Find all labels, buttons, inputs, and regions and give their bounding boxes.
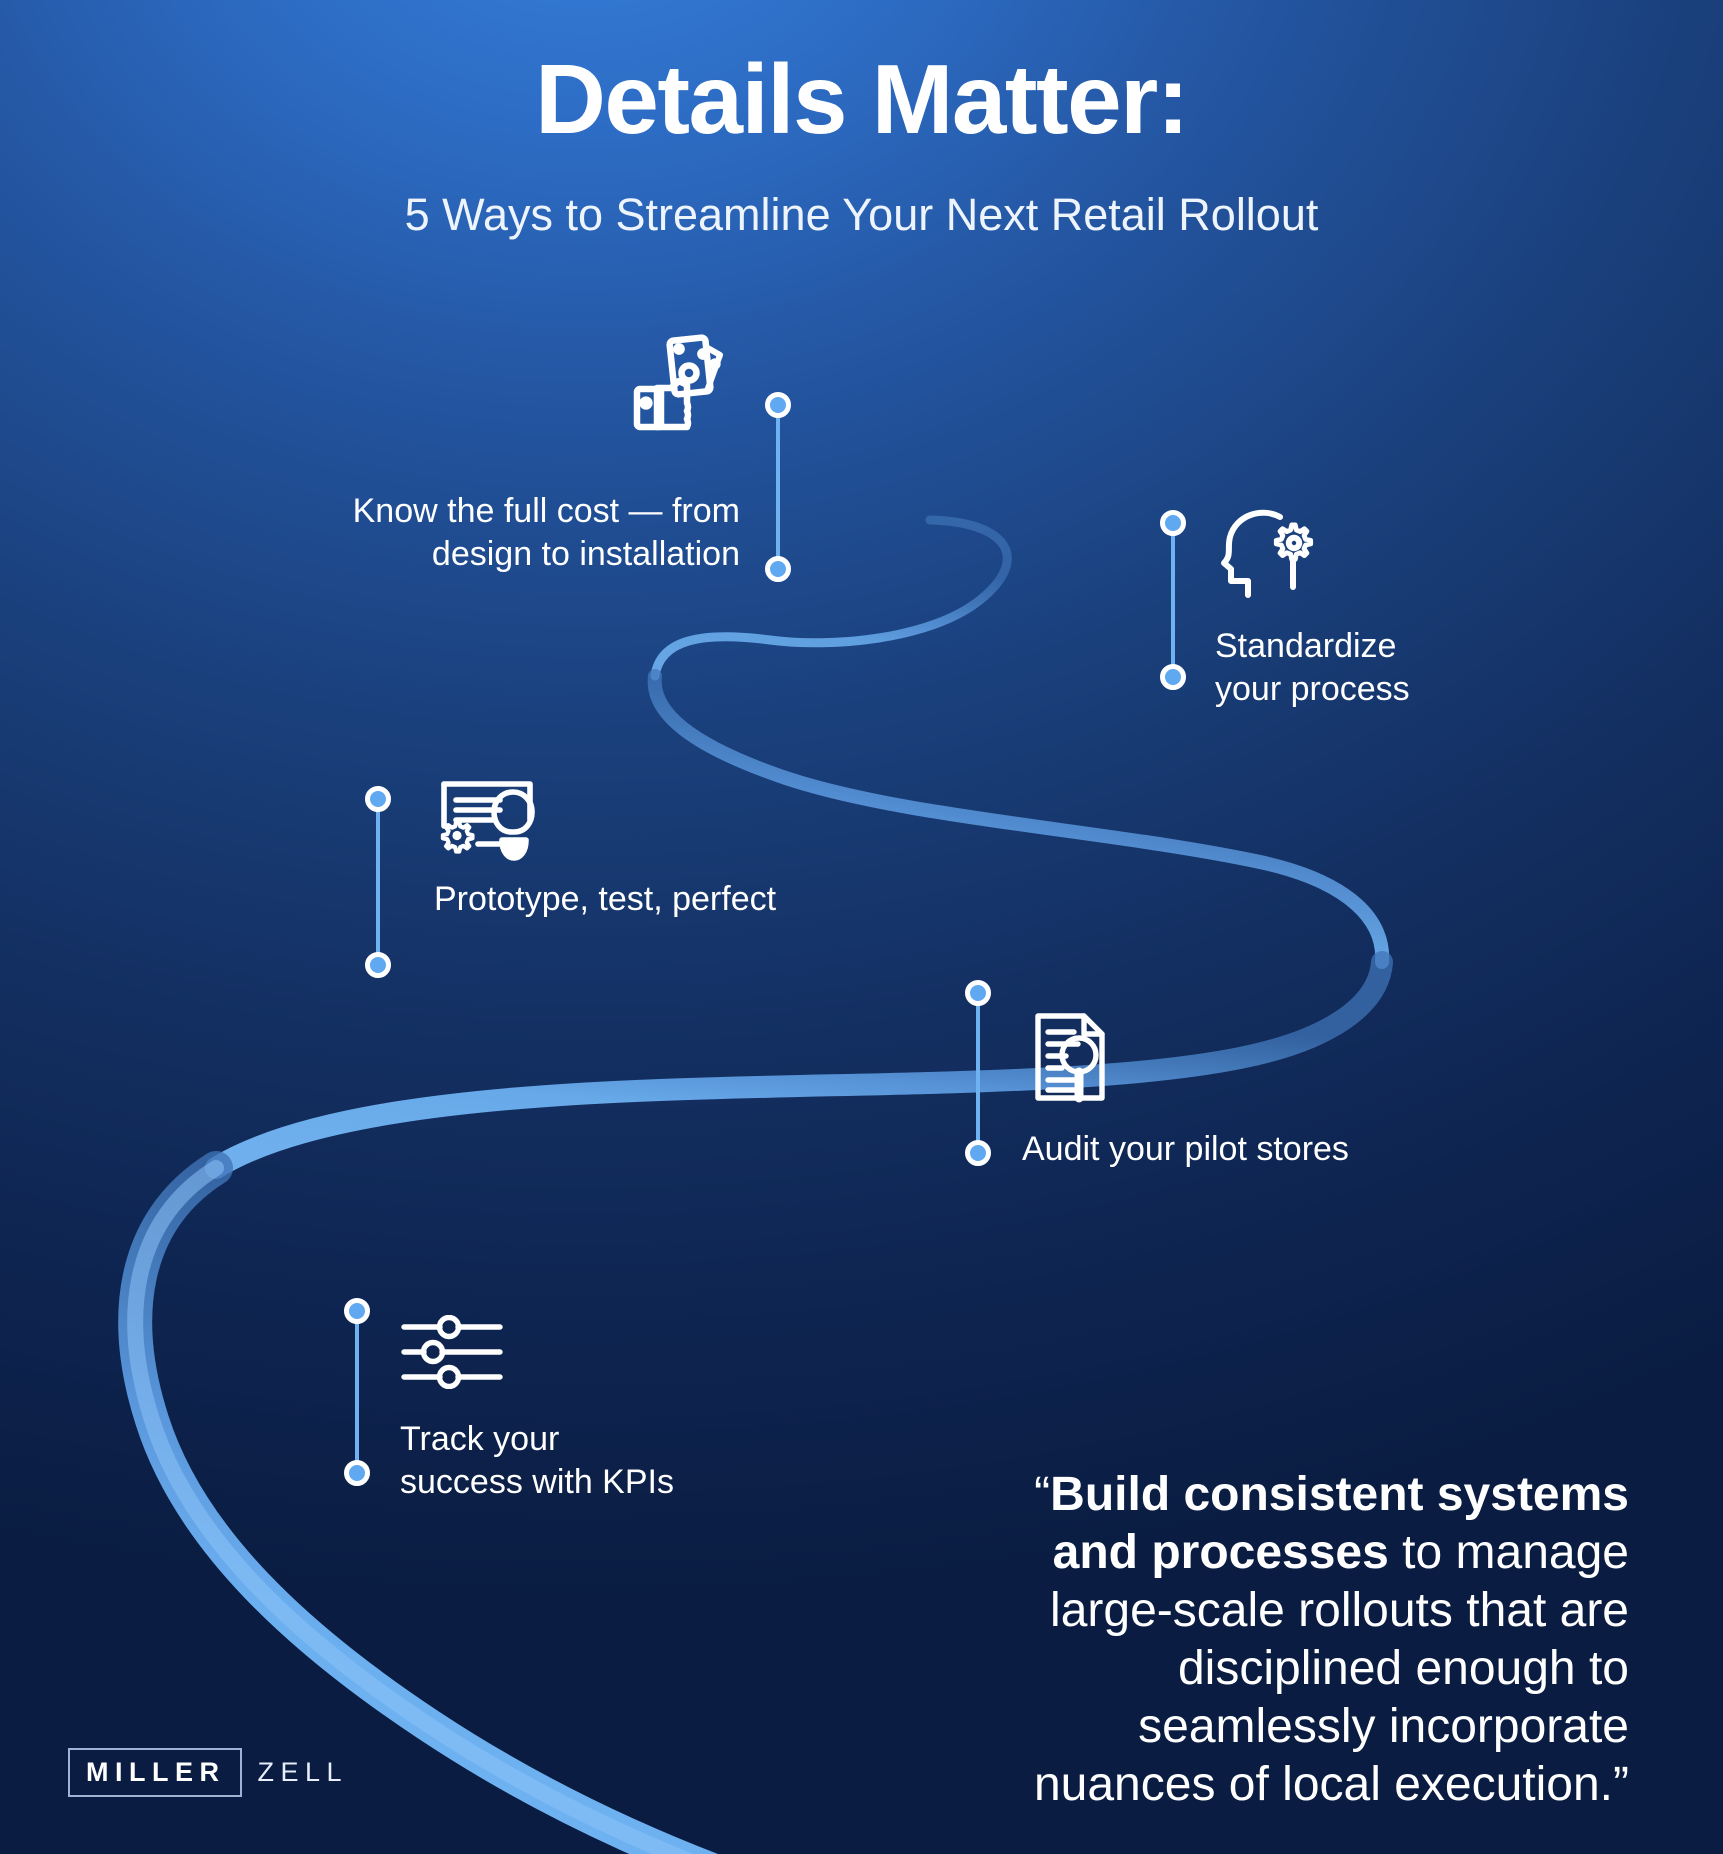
page-subtitle: 5 Ways to Streamline Your Next Retail Ro…: [404, 188, 1319, 240]
step-connector-prototype: [365, 786, 391, 978]
page-title: Details Matter:: [535, 44, 1189, 154]
connector-line: [1171, 520, 1175, 680]
pull-quote: “Build consistent systems and processes …: [969, 1466, 1629, 1814]
miller-zell-logo[interactable]: MILLER ZELL: [68, 1748, 348, 1797]
connector-dot-top: [344, 1298, 370, 1324]
step-label-audit: Audit your pilot stores: [1022, 1130, 1349, 1168]
quote-bold-text: Build consistent systems and processes: [1050, 1468, 1629, 1580]
quote-rest-text: to manage large-scale rollouts that are …: [1033, 1526, 1629, 1812]
step-connector-standardize: [1160, 510, 1186, 690]
head-gear-icon: [1218, 505, 1318, 606]
connector-dot-top: [765, 392, 791, 418]
step-connector-know-cost: [765, 392, 791, 582]
logo-primary-text: MILLER: [68, 1748, 242, 1797]
connector-dot-bottom: [344, 1460, 370, 1486]
connector-dot-top: [1160, 510, 1186, 536]
sliders-icon: [400, 1314, 504, 1394]
connector-dot-bottom: [765, 556, 791, 582]
connector-dot-bottom: [1160, 664, 1186, 690]
wallet-cash-icon: [627, 333, 731, 442]
step-label-standardize: Standardize your process: [1215, 627, 1410, 708]
connector-dot-top: [365, 786, 391, 812]
step-connector-audit: [965, 980, 991, 1166]
step-label-know-cost: Know the full cost — from design to inst…: [352, 492, 740, 573]
step-connector-kpis: [344, 1298, 370, 1486]
document-magnifier-icon: [1032, 1010, 1118, 1111]
step-label-kpis: Track your success with KPIs: [400, 1420, 674, 1501]
header: Details Matter: 5 Ways to Streamline You…: [0, 44, 1723, 242]
logo-secondary-text: ZELL: [257, 1757, 349, 1787]
whiteboard-lightbulb-gear-icon: [434, 778, 550, 877]
connector-line: [776, 402, 780, 572]
connector-dot-bottom: [965, 1140, 991, 1166]
connector-dot-bottom: [365, 952, 391, 978]
connector-line: [976, 990, 980, 1156]
connector-dot-top: [965, 980, 991, 1006]
connector-line: [376, 796, 380, 968]
step-label-prototype: Prototype, test, perfect: [434, 880, 777, 918]
quote-open-mark: “: [1034, 1468, 1051, 1521]
connector-line: [355, 1308, 359, 1476]
